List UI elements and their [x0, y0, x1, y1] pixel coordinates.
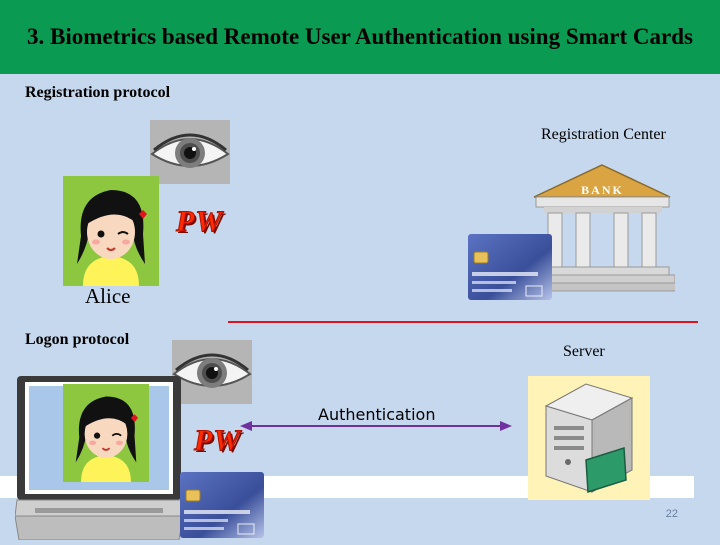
alice-label: Alice: [85, 284, 131, 308]
slide-title: 3. Biometrics based Remote User Authenti…: [27, 24, 693, 49]
avatar-alice: [63, 176, 159, 286]
eye-icon: [150, 120, 230, 184]
avatar-alice: [63, 384, 149, 482]
server-label: Server: [563, 343, 605, 360]
registration-protocol-label: Registration protocol: [25, 84, 171, 101]
bank-icon: BANK: [527, 163, 678, 293]
registration-center-label: Registration Center: [541, 126, 666, 143]
page-number: 22: [665, 508, 678, 520]
bank-sign: BANK: [581, 183, 624, 197]
title-bar: [0, 0, 720, 74]
smart-card-icon: [468, 234, 552, 300]
eye-icon: [172, 340, 252, 404]
smart-card-icon: [180, 472, 264, 538]
authentication-label: Authentication: [318, 405, 436, 424]
logon-protocol-label: Logon protocol: [25, 331, 130, 348]
authentication-arrow: [240, 416, 512, 436]
password-pw-label: PW: [176, 205, 223, 239]
section-divider: [228, 321, 698, 323]
password-pw-label: PW: [194, 424, 241, 458]
server-icon: [528, 376, 650, 500]
